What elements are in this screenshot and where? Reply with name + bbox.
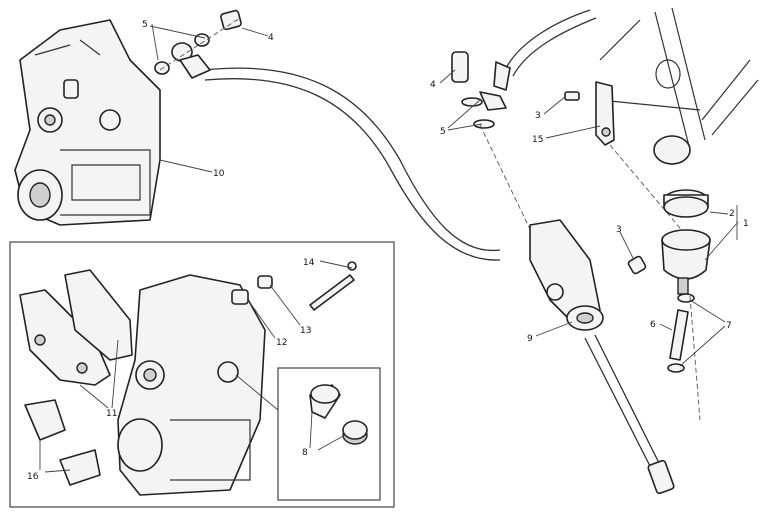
leader-lines — [39, 23, 739, 473]
callout-14: 14 — [303, 258, 315, 268]
reservoir-bolt — [627, 255, 647, 275]
callout-16: 16 — [27, 472, 39, 482]
callout-4-center: 4 — [430, 80, 436, 90]
brake-pads — [19, 269, 133, 386]
caliper-small-parts — [231, 261, 357, 311]
sub-inset-frame — [277, 367, 381, 501]
callout-9: 9 — [527, 334, 533, 344]
callout-3-reservoir: 3 — [616, 225, 622, 235]
callout-8: 8 — [302, 448, 308, 458]
inset-caliper — [117, 274, 266, 496]
callout-1: 1 — [743, 219, 749, 229]
callout-13: 13 — [300, 326, 311, 336]
callout-12: 12 — [276, 338, 287, 348]
brake-hose — [204, 9, 597, 261]
callout-3-bracket: 3 — [535, 111, 541, 121]
callout-4-top-left: 4 — [268, 33, 274, 43]
callout-10: 10 — [213, 169, 225, 179]
reservoir-hose — [667, 293, 701, 421]
fluid-reservoir — [661, 189, 711, 295]
rear-caliper — [14, 19, 161, 226]
callout-6: 6 — [650, 320, 656, 330]
inset-frame — [9, 241, 395, 508]
pad-springs — [24, 399, 101, 486]
callouts: 5 4 10 4 5 3 15 2 1 3 7 6 9 14 13 12 11 … — [27, 20, 749, 482]
frame-tubes — [599, 7, 759, 165]
banjo-fitting-master — [451, 51, 541, 251]
banjo-fitting-top — [154, 9, 242, 79]
callout-5-center: 5 — [440, 127, 446, 137]
callout-15: 15 — [532, 135, 543, 145]
callout-2: 2 — [729, 209, 735, 219]
mounting-bracket — [564, 81, 691, 241]
bleed-screw-parts — [235, 374, 368, 445]
callout-5-top-left: 5 — [142, 20, 148, 30]
master-cylinder — [529, 219, 675, 495]
callout-11: 11 — [106, 409, 117, 419]
callout-7: 7 — [726, 321, 732, 331]
